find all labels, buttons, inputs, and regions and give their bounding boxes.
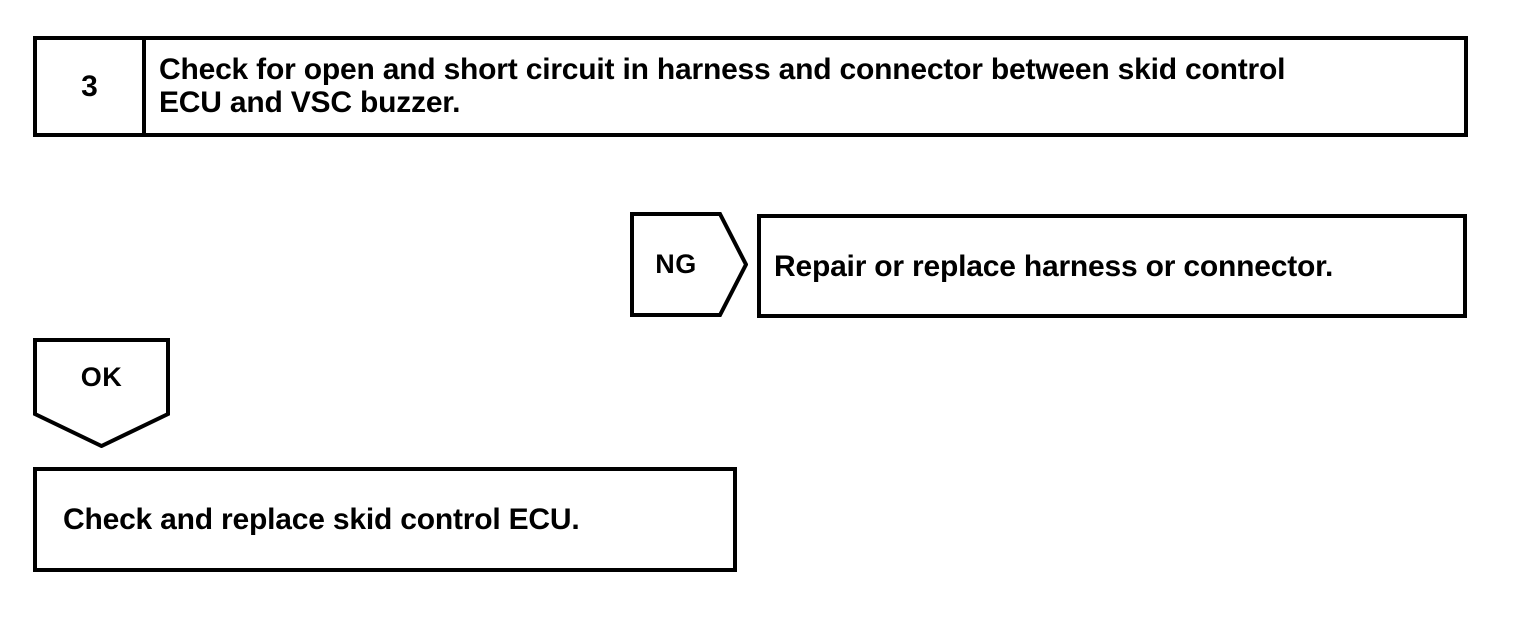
ng-result-box: Repair or replace harness or connector.: [757, 214, 1467, 318]
branch-label-ok: OK: [80, 361, 123, 392]
ok-result-box: Check and replace skid control ECU.: [33, 467, 737, 572]
ok-result-text: Check and replace skid control ECU.: [63, 503, 580, 536]
step-number-cell: 3: [37, 40, 146, 133]
branch-tag-ng: NG: [630, 212, 748, 317]
step-instruction-text: Check for open and short circuit in harn…: [159, 53, 1286, 119]
branch-tag-ok: OK: [33, 338, 170, 448]
ok-arrow-icon: [33, 338, 170, 448]
step-row: 3 Check for open and short circuit in ha…: [33, 36, 1468, 137]
ng-arrow-icon: [630, 212, 748, 317]
ng-result-text: Repair or replace harness or connector.: [774, 249, 1334, 283]
step-number: 3: [81, 69, 98, 103]
branch-label-ng: NG: [655, 249, 697, 279]
step-instruction-cell: Check for open and short circuit in harn…: [146, 40, 1464, 133]
